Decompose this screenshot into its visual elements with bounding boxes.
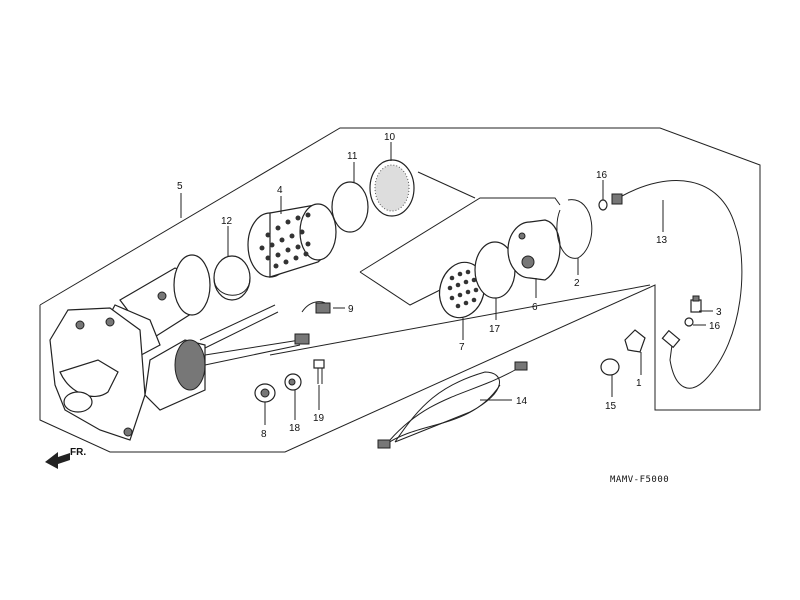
part-19-bolt <box>313 359 325 384</box>
solenoid <box>144 304 310 411</box>
part-9-connector <box>301 301 331 314</box>
label-part-7: 7 <box>459 342 465 353</box>
assembly-boundary <box>39 127 761 453</box>
label-part-6: 6 <box>532 302 538 313</box>
part-16-washer-top <box>598 199 608 211</box>
part-11-ring <box>331 181 369 233</box>
drawing-code: MAMV-F5000 <box>610 475 669 485</box>
sub-boundary-3 <box>417 171 476 199</box>
motor-housing <box>49 307 146 441</box>
part-3-fitting <box>690 295 702 313</box>
part-labels: 1 2 3 4 5 6 7 8 9 10 11 12 13 14 15 16 1… <box>177 132 722 440</box>
front-direction-marker: FR. <box>45 447 86 469</box>
label-part-16-bottom: 16 <box>709 321 721 332</box>
label-part-8: 8 <box>261 429 267 440</box>
part-8-grommet <box>254 383 276 403</box>
label-part-18: 18 <box>289 423 301 434</box>
label-part-11: 11 <box>347 151 358 162</box>
label-part-1: 1 <box>636 378 642 389</box>
label-part-12: 12 <box>221 216 233 227</box>
sub-boundary <box>359 197 561 273</box>
label-part-16-top: 16 <box>596 170 608 181</box>
part-4-mesh-filter <box>247 203 337 278</box>
label-part-14: 14 <box>516 396 528 407</box>
part-1-clamp <box>624 329 646 353</box>
sub-boundary-4 <box>269 284 651 356</box>
part-13-cable <box>611 180 743 389</box>
part-12-seal <box>213 255 251 301</box>
label-part-4: 4 <box>277 185 283 196</box>
part-18-collar <box>284 373 302 391</box>
label-part-19: 19 <box>313 413 325 424</box>
part-10-filter-disk <box>369 159 415 217</box>
label-part-5: 5 <box>177 181 183 192</box>
part-2-circlip <box>556 199 593 259</box>
label-part-13: 13 <box>656 235 668 246</box>
part-6-end-cap <box>507 219 561 281</box>
part-14-cable <box>377 361 528 449</box>
part-15-grommet <box>600 358 620 376</box>
front-label: FR. <box>70 447 86 458</box>
label-part-10: 10 <box>384 132 396 143</box>
leader-lines <box>180 142 713 425</box>
label-part-9: 9 <box>348 304 354 315</box>
front-arrow-icon <box>45 452 70 469</box>
label-part-3: 3 <box>716 307 722 318</box>
part-7-perforated-plate <box>438 261 486 319</box>
label-part-2: 2 <box>574 278 580 289</box>
label-part-15: 15 <box>605 401 617 412</box>
part-16-washer-bottom <box>684 317 694 327</box>
label-part-17: 17 <box>489 324 501 335</box>
